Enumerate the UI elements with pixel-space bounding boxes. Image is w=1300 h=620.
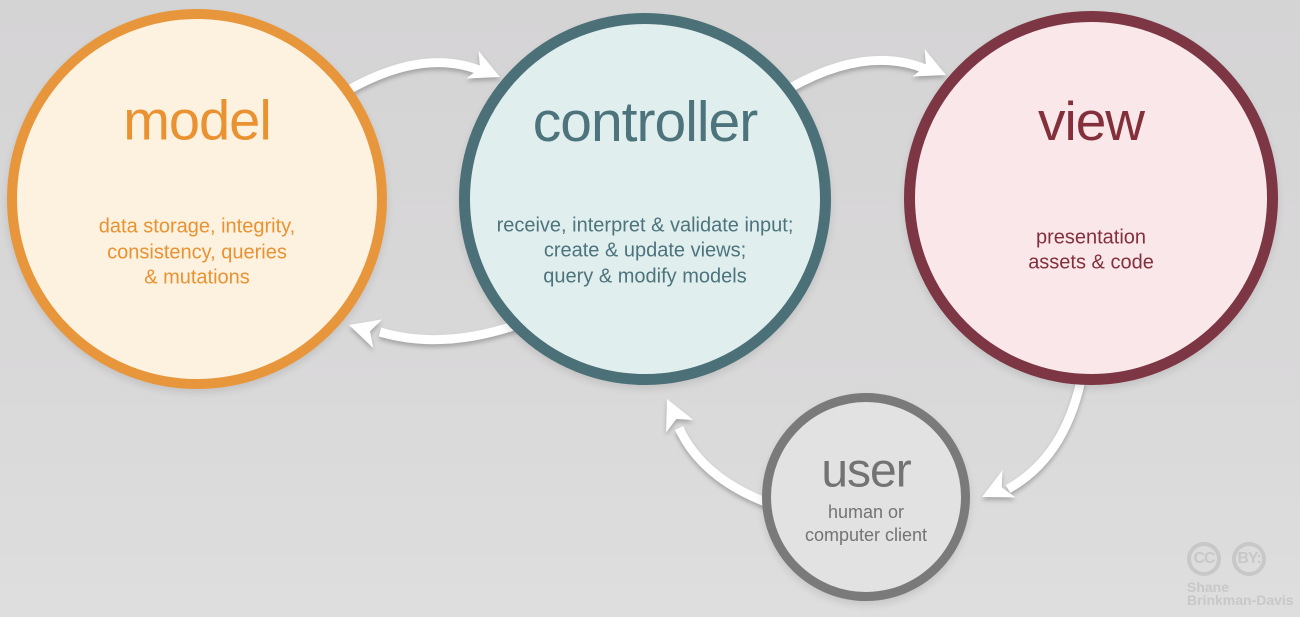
controller-node: controller receive, interpret & validate… — [459, 13, 831, 385]
bottom-edge-strip — [0, 617, 1300, 620]
controller-label: controller — [532, 90, 758, 154]
model-node: model data storage, integrity, consisten… — [7, 9, 387, 389]
cc-license-badge: CC BY: Shane Brinkman-Davis — [1187, 542, 1294, 607]
user-description: human or computer client — [804, 501, 928, 545]
arrow-controller-to-view — [787, 49, 946, 92]
view-label: view — [1037, 89, 1145, 152]
controller-description: receive, interpret & validate input; cre… — [496, 214, 794, 288]
attribution-name: Shane Brinkman-Davis — [1187, 579, 1294, 608]
user-label: user — [821, 444, 911, 498]
cc-icon: CC — [1187, 542, 1221, 576]
model-description: data storage, integrity, consistency, qu… — [98, 215, 296, 289]
view-description: presentation assets & code — [1028, 226, 1154, 274]
user-node: user human or computer client — [762, 393, 970, 601]
arrow-view-to-user — [982, 379, 1086, 498]
by-icon: BY: — [1232, 542, 1266, 576]
arrow-model-to-controller — [342, 51, 500, 96]
view-node: view presentation assets & code — [904, 11, 1278, 385]
model-label: model — [123, 88, 272, 152]
arrow-user-to-controller — [666, 399, 770, 508]
license-icons: CC BY: — [1187, 542, 1294, 576]
